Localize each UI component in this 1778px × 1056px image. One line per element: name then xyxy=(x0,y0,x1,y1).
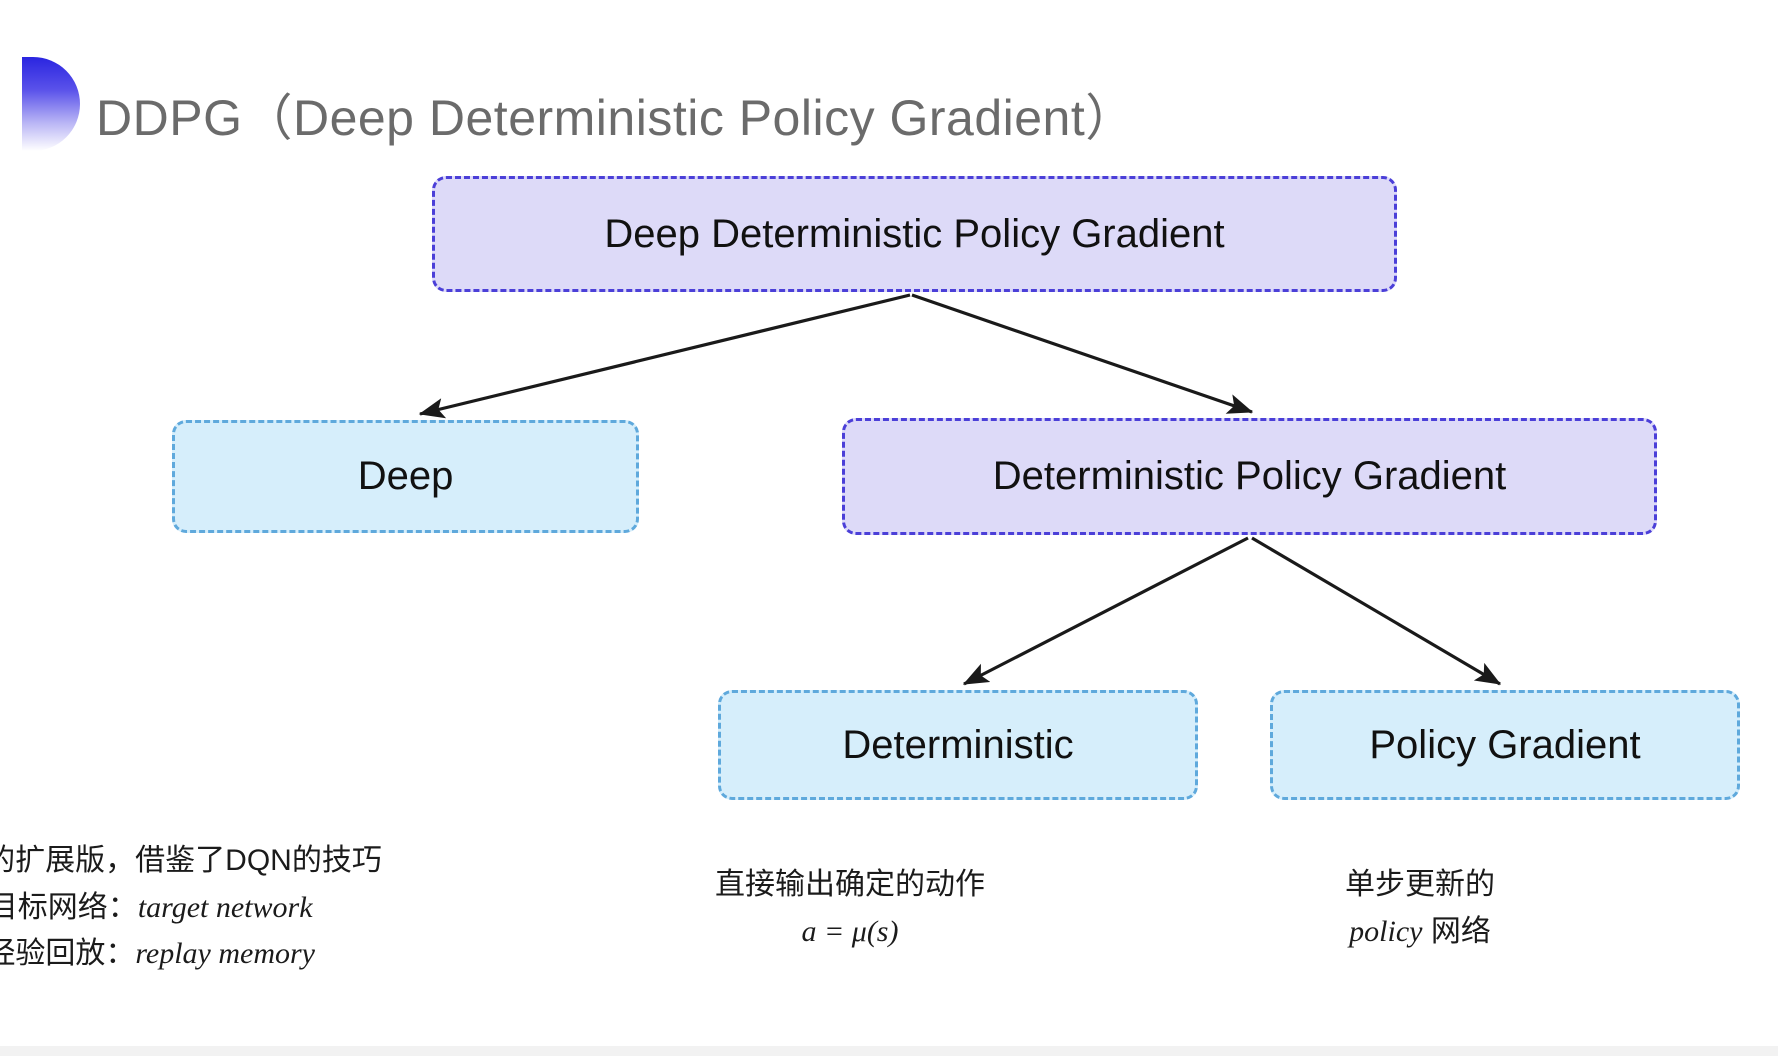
caption-deep-line-1: DQN的扩展版，借鉴了DQN的技巧 xyxy=(0,844,382,877)
caption-policy-gradient-line-2: policy 网络 xyxy=(1345,909,1495,956)
node-deep-deterministic-policy-gradient[interactable]: Deep Deterministic Policy Gradient xyxy=(432,176,1397,292)
edge-dpg-to-deterministic xyxy=(962,536,1249,686)
caption-deep: DQN的扩展版，借鉴了DQN的技巧 目标网络：target network 经验… xyxy=(0,838,382,978)
node-deterministic[interactable]: Deterministic xyxy=(718,690,1198,800)
caption-deterministic-formula: a = μ(s) xyxy=(801,914,899,948)
edge-root-to-dpg xyxy=(911,293,1254,414)
slide-bottom-rule xyxy=(0,1046,1778,1056)
caption-deterministic-line-1: 直接输出确定的动作 xyxy=(715,868,985,901)
caption-policy-gradient: 单步更新的 policy 网络 xyxy=(1345,862,1495,955)
caption-deep-line-3: 经验回放：replay memory xyxy=(0,931,382,978)
caption-policy-gradient-term: policy xyxy=(1349,914,1423,948)
node-policy-gradient[interactable]: Policy Gradient xyxy=(1270,690,1740,800)
caption-deep-line-3-term: replay memory xyxy=(135,937,315,970)
caption-deterministic: 直接输出确定的动作 a = μ(s) xyxy=(715,862,985,955)
caption-deep-line-2: 目标网络：target network xyxy=(0,885,382,932)
edge-root-to-deep xyxy=(418,293,911,419)
title-bullet-icon xyxy=(22,57,80,151)
edge-dpg-to-policy-gradient xyxy=(1251,536,1502,686)
caption-policy-gradient-suffix: 网络 xyxy=(1422,914,1491,948)
caption-deep-line-2-label: 目标网络： xyxy=(0,890,138,924)
page-title: DDPG（Deep Deterministic Policy Gradient） xyxy=(96,90,1136,146)
node-deterministic-policy-gradient[interactable]: Deterministic Policy Gradient xyxy=(842,418,1657,535)
caption-deep-line-2-term: target network xyxy=(137,890,313,924)
node-deep[interactable]: Deep xyxy=(172,420,639,533)
caption-deep-line-3-label: 经验回放： xyxy=(0,937,136,970)
caption-policy-gradient-line-1: 单步更新的 xyxy=(1345,868,1495,901)
